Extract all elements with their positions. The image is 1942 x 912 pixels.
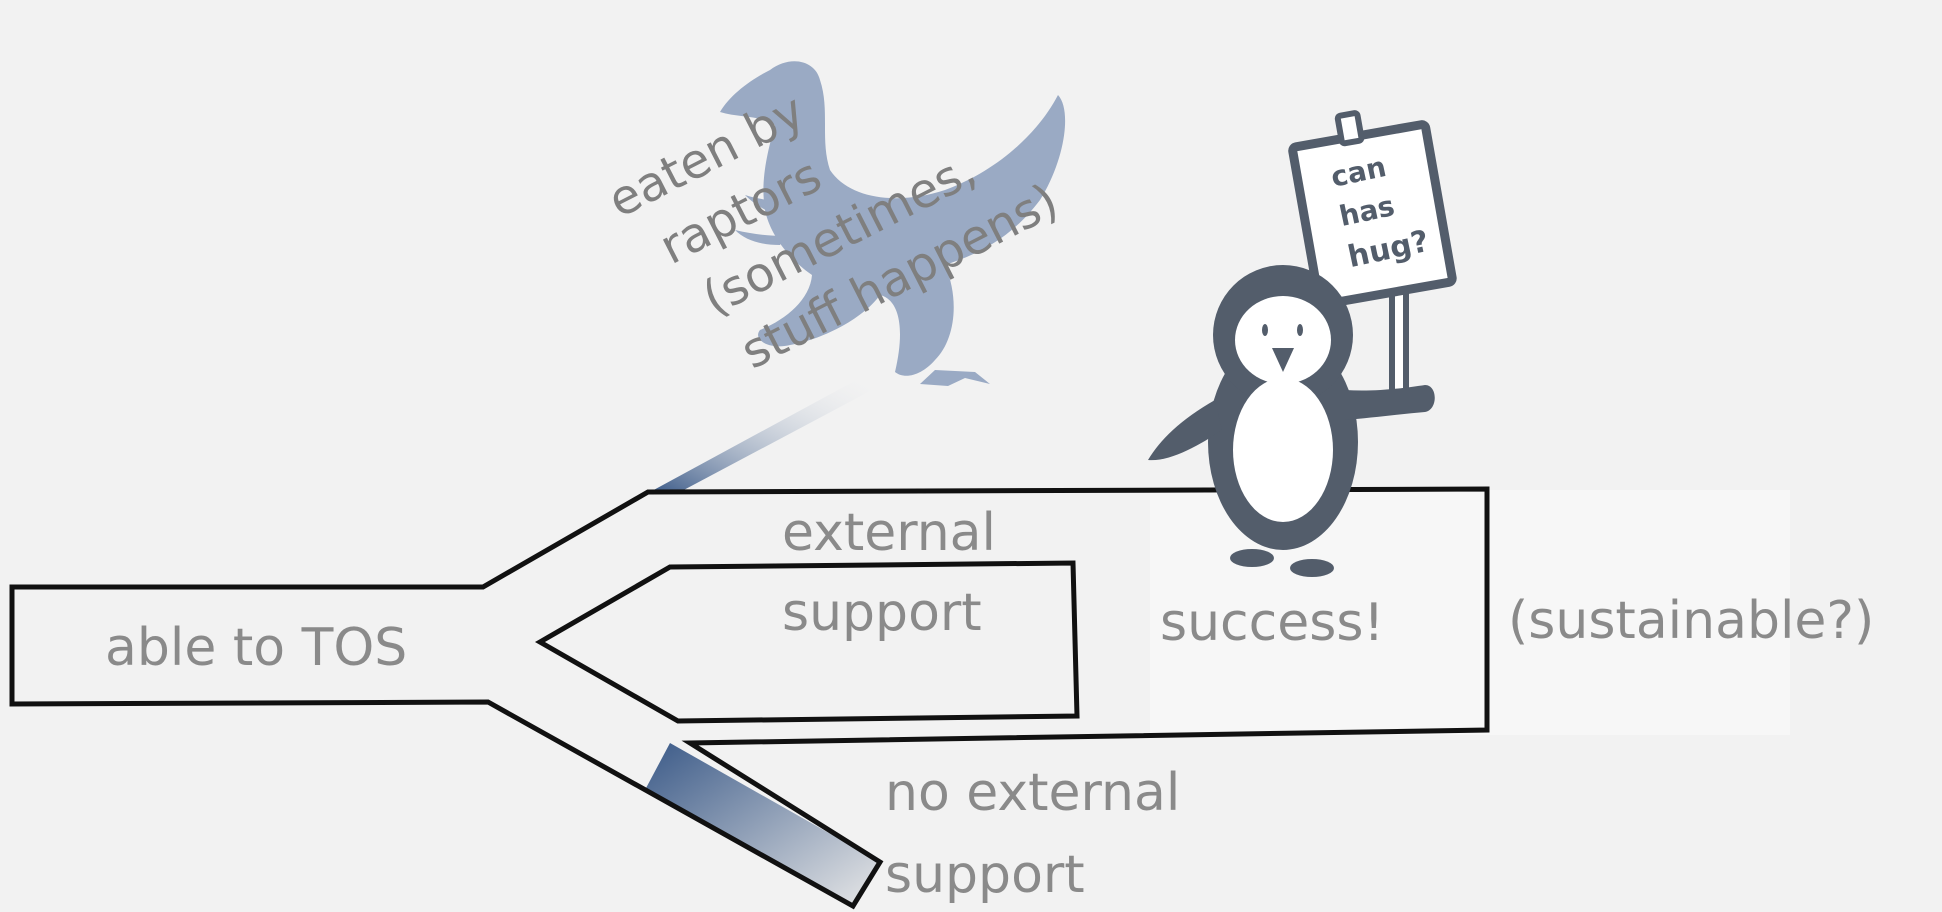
flow-outline — [9, 486, 1490, 910]
raptor-branch — [650, 378, 872, 492]
external-support-label-1: external — [782, 503, 996, 563]
success-label: success! — [1160, 593, 1384, 653]
no-external-support-label-2: support — [885, 845, 1085, 905]
raptor-icon — [720, 61, 1066, 386]
no-support-branch-fill — [645, 743, 880, 906]
start-label: able to TOS — [105, 618, 407, 678]
penguin-icon — [1148, 110, 1457, 577]
external-support-arrow — [534, 560, 1080, 724]
sustainable-label: (sustainable?) — [1508, 591, 1874, 651]
external-support-label-2: support — [782, 583, 982, 643]
no-external-support-label-1: no external — [885, 763, 1180, 823]
